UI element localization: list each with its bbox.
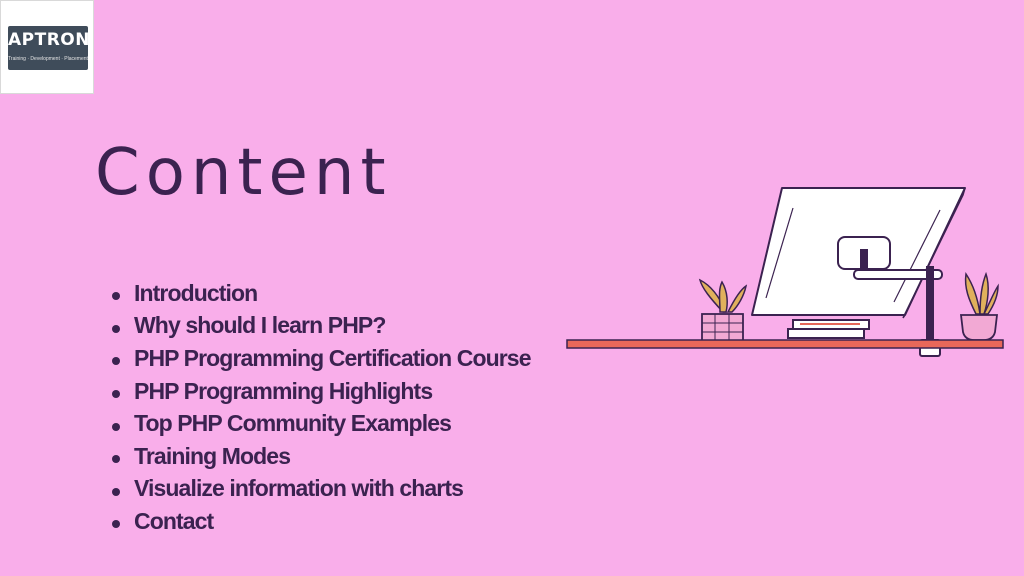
list-item-text: PHP Programming Highlights xyxy=(134,377,433,404)
list-item-text: PHP Programming Certification Course xyxy=(134,344,531,371)
page-title: Content xyxy=(95,136,392,210)
desk-shelf xyxy=(566,339,1004,349)
list-item-text: Introduction xyxy=(134,279,258,306)
list-item: Top PHP Community Examples xyxy=(112,407,531,440)
list-item-text: Visualize information with charts xyxy=(134,475,464,502)
potted-plant-icon xyxy=(698,278,748,342)
bullet-icon xyxy=(112,292,120,301)
bullet-icon xyxy=(112,487,120,496)
list-item: Introduction xyxy=(112,277,531,310)
bullet-icon xyxy=(112,422,120,431)
bullet-icon xyxy=(112,455,120,464)
table-of-contents: Introduction Why should I learn PHP? PHP… xyxy=(112,277,531,538)
bullet-icon xyxy=(112,324,120,333)
list-item: Why should I learn PHP? xyxy=(112,310,531,343)
logo-container: APTRON Training · Development · Placemen… xyxy=(0,0,94,94)
bullet-icon xyxy=(112,520,120,529)
logo-text: APTRON xyxy=(8,30,90,50)
list-item: PHP Programming Certification Course xyxy=(112,342,531,375)
potted-plant-icon xyxy=(959,271,999,341)
books-icon xyxy=(787,319,870,339)
list-item-text: Contact xyxy=(134,507,214,534)
list-item-text: Why should I learn PHP? xyxy=(134,312,386,339)
list-item-text: Training Modes xyxy=(134,442,291,469)
list-item: Training Modes xyxy=(112,440,531,473)
bullet-icon xyxy=(112,357,120,366)
list-item: PHP Programming Highlights xyxy=(112,375,531,408)
bullet-icon xyxy=(112,390,120,399)
logo-tagline: Training · Development · Placement xyxy=(8,56,88,62)
list-item: Visualize information with charts xyxy=(112,473,531,506)
computer-desk-illustration xyxy=(566,187,1004,357)
logo-plate: APTRON Training · Development · Placemen… xyxy=(8,26,90,70)
list-item-text: Top PHP Community Examples xyxy=(134,410,452,437)
list-item: Contact xyxy=(112,505,531,538)
